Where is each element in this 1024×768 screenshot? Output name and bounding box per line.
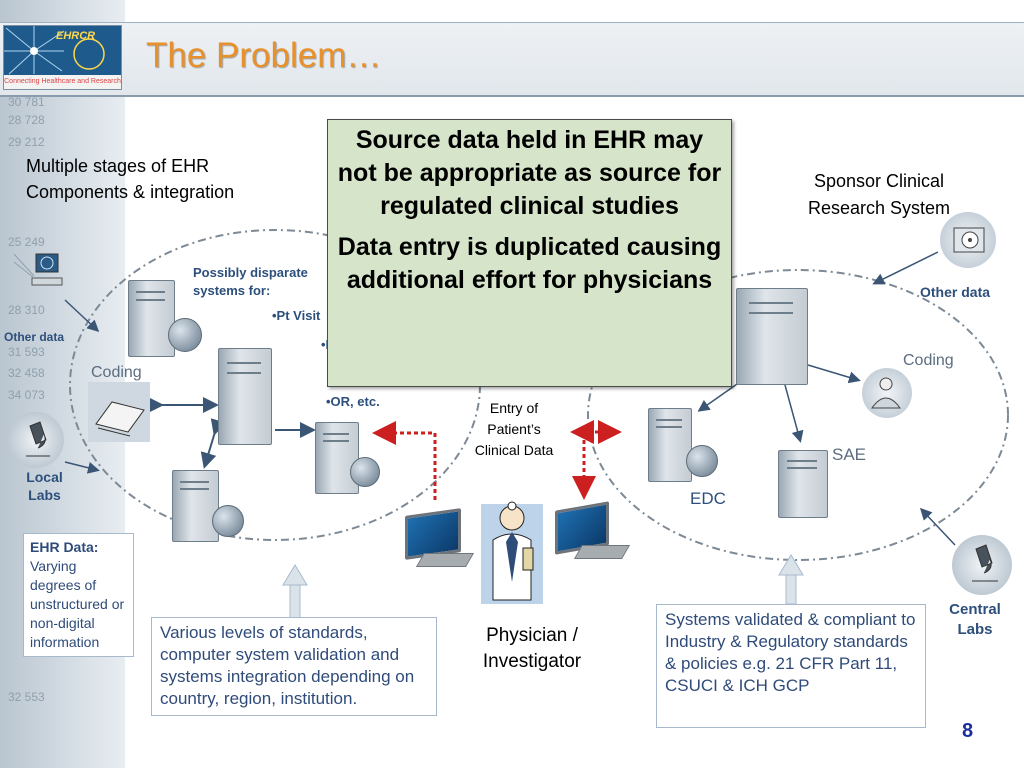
header-bar — [0, 22, 1024, 97]
up-arrow-right-shaft — [785, 571, 797, 605]
ehr-data-text: Varying degrees of unstructured or non-d… — [30, 558, 125, 650]
standards-box: Various levels of standards, computer sy… — [151, 617, 437, 716]
globe-icon — [686, 445, 718, 477]
coding-label-right: Coding — [903, 352, 954, 369]
central-labs-label: Central Labs — [949, 601, 1001, 638]
right-heading: Sponsor Clinical Research System — [807, 171, 951, 218]
callout-box: Source data held in EHR may not be appro… — [327, 119, 732, 387]
server-icon — [736, 288, 808, 385]
coding-book-icon — [88, 382, 150, 442]
callout-para-2: Data entry is duplicated causing additio… — [337, 233, 722, 294]
slide-title: The Problem… — [146, 36, 382, 75]
item-or-etc: •OR, etc. — [326, 394, 380, 409]
server-icon — [648, 408, 692, 482]
coding-reader-icon — [862, 368, 912, 418]
ehr-data-box: EHR Data: Varying degrees of unstructure… — [23, 533, 134, 657]
arrow-to-other-data — [872, 251, 939, 285]
other-data-label-left: Other data — [4, 330, 65, 344]
laptop-base-right — [573, 545, 631, 559]
callout-para-1: Source data held in EHR may not be appro… — [337, 126, 722, 220]
arrow-to-sae — [784, 384, 804, 443]
server-icon — [218, 348, 272, 445]
physician-label: Physician / Investigator — [482, 625, 582, 672]
left-heading: Multiple stages of EHR Components & inte… — [26, 156, 235, 202]
physician-icon — [481, 496, 547, 613]
red-dotted-arrow-left — [372, 421, 437, 500]
up-arrow-left-shaft — [289, 579, 301, 619]
other-data-label-right: Other data — [920, 284, 991, 300]
background-number: 34 073 — [8, 388, 45, 402]
microscope-icon-right — [952, 535, 1012, 595]
other-data-computer-icon — [12, 248, 72, 301]
arrow-to-edc — [697, 381, 741, 412]
background-number: 29 212 — [8, 135, 45, 149]
server-icon — [778, 450, 828, 518]
sae-label: SAE — [832, 445, 867, 464]
server-icon — [128, 280, 175, 357]
background-number: 32 553 — [8, 690, 45, 704]
cd-rom-icon — [940, 212, 996, 268]
coding-label-left: Coding — [91, 364, 142, 381]
arrow-to-coding — [807, 364, 861, 384]
up-arrow-left-head — [282, 564, 308, 586]
right-system-ellipse — [587, 269, 1009, 561]
background-number: 32 458 — [8, 366, 45, 380]
laptop-base-left — [415, 553, 475, 567]
background-number: 31 593 — [8, 345, 45, 359]
arrow-central-labs — [919, 507, 956, 546]
globe-icon — [212, 505, 244, 537]
starburst-icon — [4, 26, 105, 75]
server-icon — [172, 470, 219, 542]
arrow-local-labs — [64, 461, 100, 474]
background-number: 28 310 — [8, 303, 45, 317]
globe-icon — [350, 457, 380, 487]
background-number: 30 781 — [8, 95, 45, 109]
background-number: 25 249 — [8, 235, 45, 249]
up-arrow-right-head — [778, 554, 804, 576]
edc-label: EDC — [690, 489, 726, 508]
microscope-icon-left — [8, 412, 64, 468]
ehrcr-logo: EHRCR Connecting Healthcare and Research — [3, 25, 122, 90]
page-number: 8 — [962, 720, 974, 742]
logo-text: EHRCR — [56, 30, 96, 42]
globe-icon — [168, 318, 202, 352]
arrow-server-server — [200, 418, 227, 469]
disparate-systems-label: Possibly disparate systems for: — [193, 265, 308, 298]
arrow-other-data — [64, 299, 100, 333]
logo-tagline: Connecting Healthcare and Research — [4, 75, 121, 89]
local-labs-label: Local Labs — [26, 469, 63, 503]
entry-of-data-label: Entry of Patient’s Clinical Data — [474, 400, 554, 458]
item-pt-visit: •Pt Visit — [272, 308, 321, 323]
server-icon — [315, 422, 359, 494]
background-number: 28 728 — [8, 113, 45, 127]
ehr-data-title: EHR Data: — [30, 539, 99, 555]
validated-systems-box: Systems validated & compliant to Industr… — [656, 604, 926, 728]
